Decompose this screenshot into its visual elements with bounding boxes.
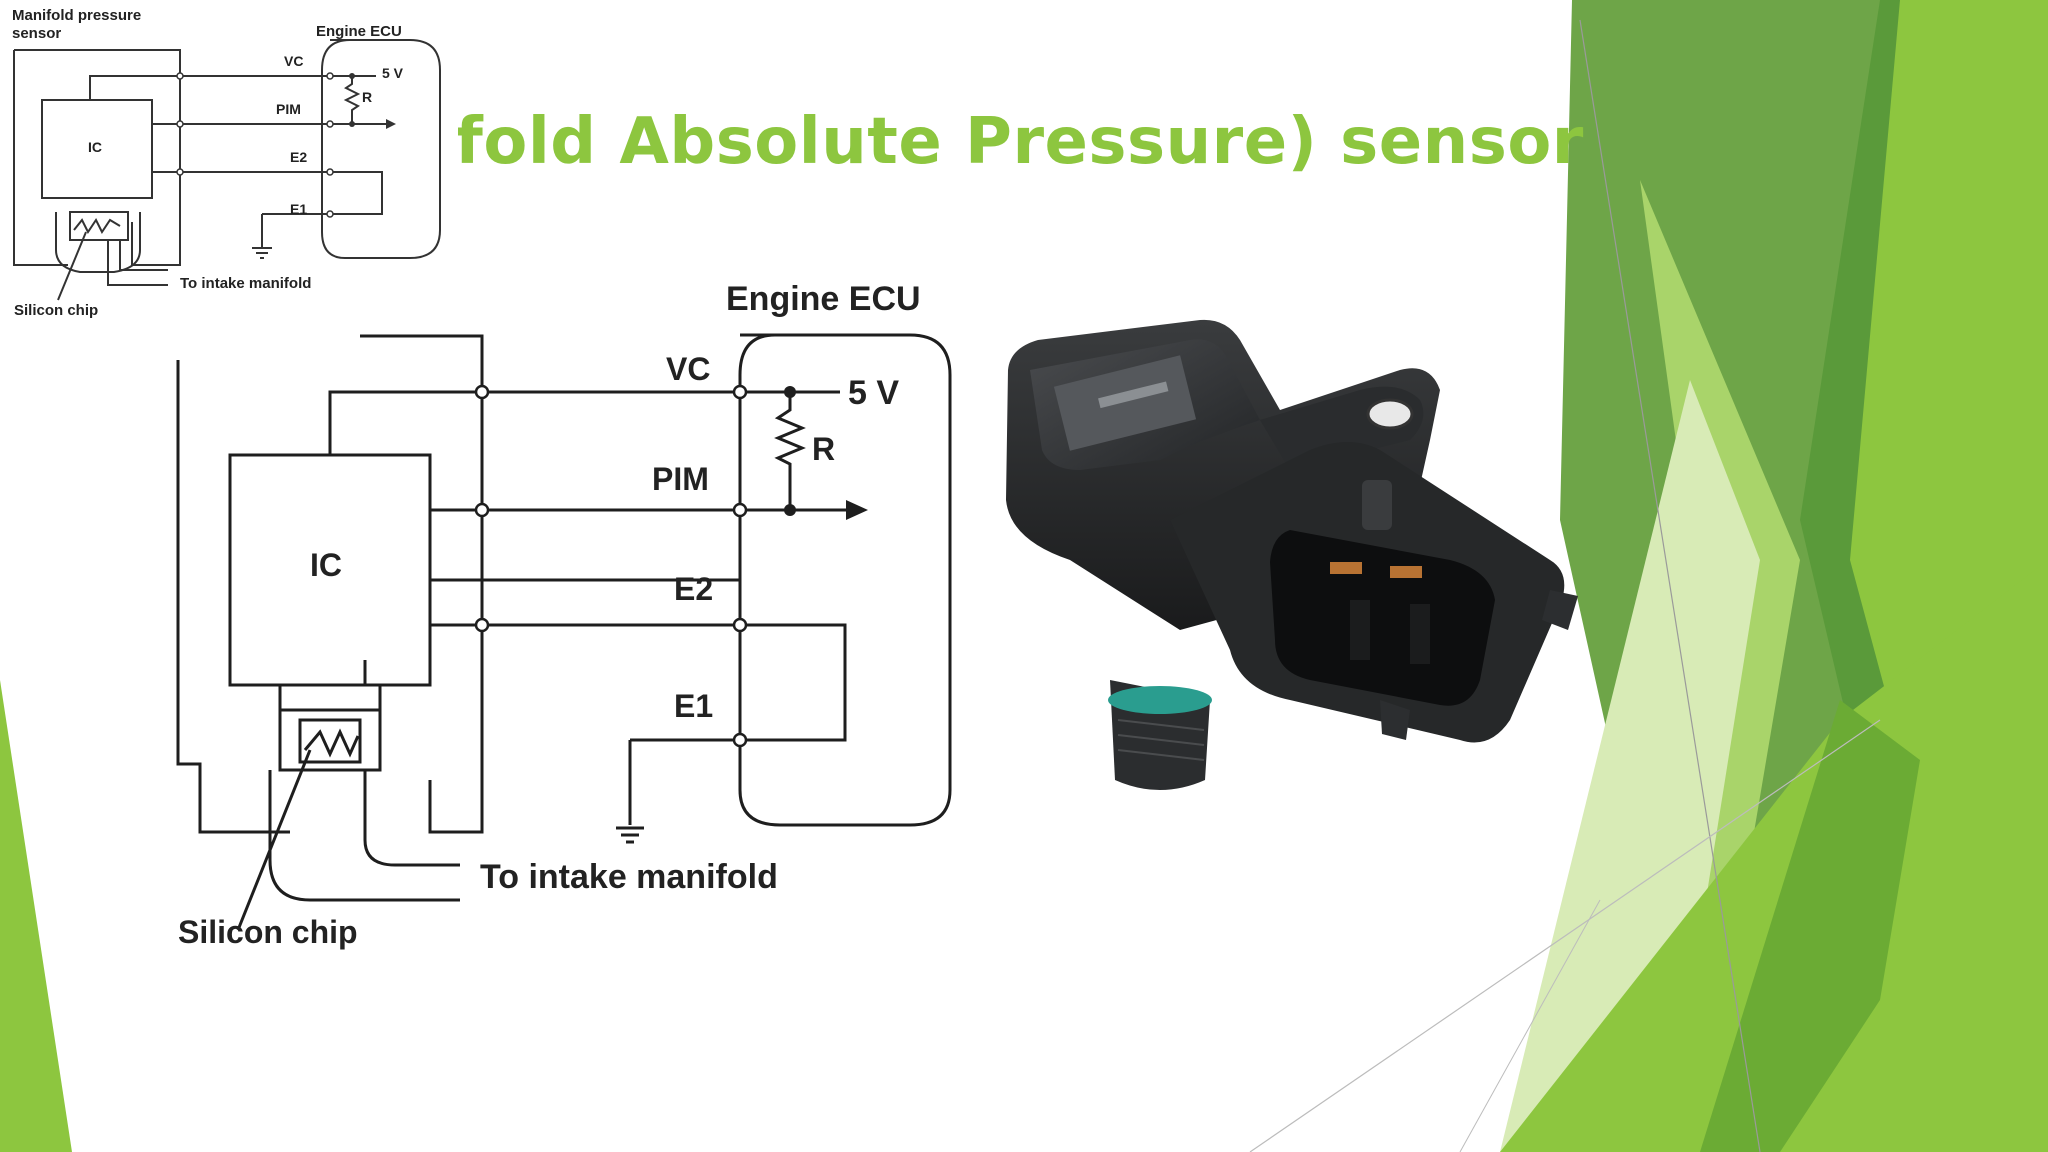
large-ecu-label: Engine ECU <box>726 280 921 318</box>
small-resistor-label: R <box>362 89 372 105</box>
left-green-accent <box>0 680 72 1152</box>
small-intake-label: To intake manifold <box>180 275 311 292</box>
slide-title: fold Absolute Pressure) sensor <box>455 105 1584 179</box>
sensor-o-ring <box>1108 686 1212 714</box>
large-pim-label: PIM <box>652 461 709 497</box>
small-pim-label: PIM <box>276 101 301 117</box>
sensor-latch <box>1362 480 1392 530</box>
small-voltage-label: 5 V <box>382 65 404 81</box>
large-e2-label: E2 <box>674 571 713 607</box>
small-vc-label: VC <box>284 53 303 69</box>
large-ic-label: IC <box>310 547 342 583</box>
large-chip-label: Silicon chip <box>178 914 358 950</box>
right-shade-panel <box>1700 700 1920 1152</box>
large-intake-label: To intake manifold <box>480 858 778 896</box>
small-chip-label: Silicon chip <box>14 302 98 319</box>
small-sensor-label-2: sensor <box>12 25 61 42</box>
small-ic-label: IC <box>88 139 102 155</box>
small-e1-label: E1 <box>290 201 307 217</box>
sensor-label-plate <box>1053 355 1197 451</box>
sensor-terminal-left <box>1330 562 1362 574</box>
deco-line-1 <box>1579 19 1761 1152</box>
right-bright-panel <box>1500 560 2048 1152</box>
deco-line-2 <box>1249 719 1881 1152</box>
small-e2-label: E2 <box>290 149 307 165</box>
large-resistor-label: R <box>812 431 835 467</box>
small-diagram-background <box>0 0 458 330</box>
large-e1-label: E1 <box>674 688 713 724</box>
large-voltage-label: 5 V <box>848 374 899 412</box>
large-circuit-diagram: Engine ECU IC VC PIM E2 E1 5 V R To inta… <box>176 280 952 950</box>
small-sensor-label-1: Manifold pressure <box>12 7 141 24</box>
sensor-terminal-right <box>1390 566 1422 578</box>
deco-line-3 <box>1459 899 1601 1152</box>
map-sensor-photo <box>1006 319 1578 790</box>
large-vc-label: VC <box>666 351 710 387</box>
small-ecu-label: Engine ECU <box>316 23 402 40</box>
small-circuit-diagram: Manifold pressure sensor Engine ECU IC V… <box>0 0 458 330</box>
